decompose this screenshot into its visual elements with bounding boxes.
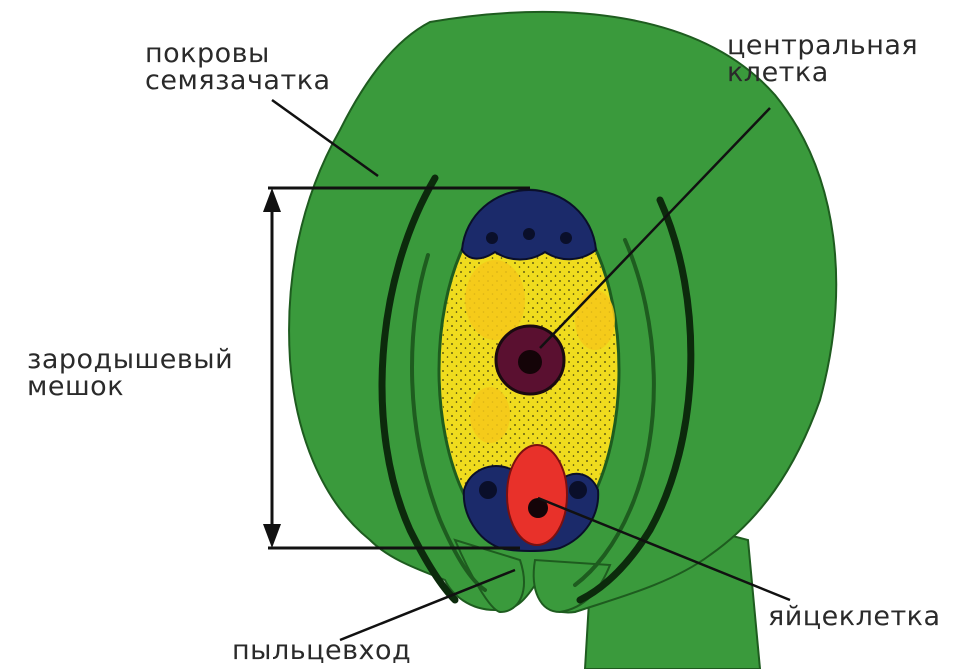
- label-embryo-sac-line1: зародышевый: [27, 346, 233, 373]
- label-embryo-sac-line2: мешок: [27, 373, 233, 400]
- label-micropyle: пыльцевход: [232, 637, 411, 664]
- label-central-cell-line1: центральная: [727, 32, 918, 59]
- label-egg-cell: яйцеклетка: [768, 603, 941, 630]
- sac-arrow-top: [263, 188, 281, 212]
- antipodal-nucleus-3: [560, 232, 572, 244]
- label-embryo-sac: зародышевый мешок: [27, 346, 233, 400]
- label-central-cell-line2: клетка: [727, 59, 918, 86]
- antipodal-nucleus-1: [486, 232, 498, 244]
- label-integument-line1: покровы: [145, 40, 331, 67]
- label-central-cell: центральная клетка: [727, 32, 918, 86]
- label-integument-line2: семязачатка: [145, 67, 331, 94]
- synergid-nucleus-right: [569, 481, 587, 499]
- egg-cell: [507, 445, 567, 545]
- antipodal-nucleus-2: [523, 228, 535, 240]
- label-integument: покровы семязачатка: [145, 40, 331, 94]
- central-cell-nucleolus: [518, 350, 542, 374]
- synergid-nucleus-left: [479, 481, 497, 499]
- sac-arrow-bottom: [263, 524, 281, 548]
- vacuole-lower: [470, 387, 510, 443]
- vacuole-right: [575, 290, 615, 350]
